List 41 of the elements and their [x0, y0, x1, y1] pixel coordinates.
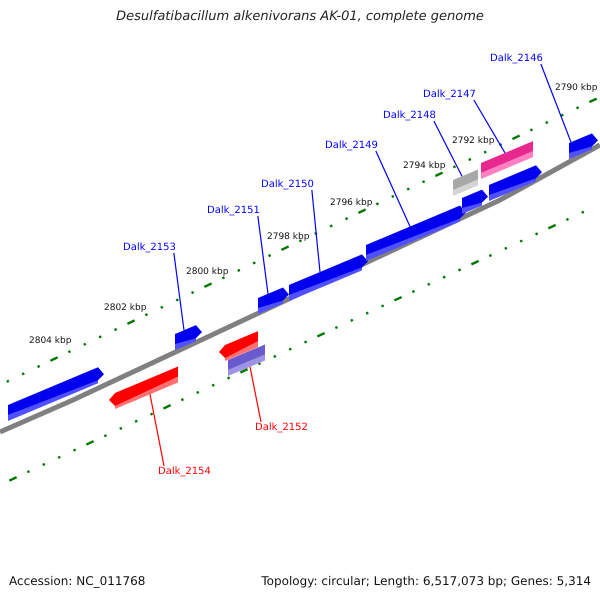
- gene-feature: [453, 170, 478, 196]
- tick-label: 2796 kbp: [330, 199, 372, 209]
- gene-feature: [258, 288, 289, 314]
- gene-feature: [109, 366, 178, 409]
- leader-line: [433, 120, 463, 176]
- accession-text: Accession: NC_011768: [9, 575, 146, 588]
- leader-line: [173, 252, 185, 330]
- gene-feature: [289, 254, 368, 301]
- leader-line: [311, 190, 321, 272]
- tick-label: 2800 kbp: [186, 268, 228, 278]
- gene-label: Dalk_2148: [383, 110, 436, 121]
- gene-label: Dalk_2149: [325, 140, 378, 151]
- gene-feature: [228, 344, 265, 376]
- leader-line: [149, 394, 165, 466]
- page-title: Desulfatibacillum alkenivorans AK-01, complete genome: [115, 10, 485, 24]
- gene-label: Dalk_2150: [261, 179, 314, 190]
- tick-label: 2802 kbp: [104, 304, 146, 314]
- leader-line: [540, 64, 572, 142]
- gene-feature: [489, 165, 542, 201]
- gene-label: Dalk_2151: [207, 205, 260, 216]
- leader-line: [473, 100, 506, 154]
- genome-summary: Topology: circular; Length: 6,517,073 bp; Genes: 5,314: [261, 575, 591, 588]
- gene-label: Dalk_2153: [123, 242, 176, 253]
- gene-feature: [366, 206, 466, 261]
- tick-label: 2792 kbp: [452, 137, 494, 147]
- gene-label: Dalk_2147: [423, 89, 476, 100]
- leader-line: [257, 216, 269, 294]
- tick-label: 2804 kbp: [29, 337, 72, 347]
- gene-feature: [175, 325, 202, 350]
- tick-label: 2790 kbp: [555, 84, 598, 94]
- gene-feature: [219, 331, 258, 361]
- tick-label: 2794 kbp: [403, 162, 446, 172]
- tick-label: 2798 kbp: [267, 233, 310, 243]
- leader-line: [249, 366, 262, 422]
- gene-label: Dalk_2146: [490, 53, 543, 64]
- gene-feature: [462, 190, 488, 214]
- gene-feature: [8, 367, 104, 421]
- leader-line: [375, 150, 411, 227]
- gene-feature: [569, 133, 598, 159]
- gene-label: Dalk_2154: [158, 466, 211, 477]
- gene-label: Dalk_2152: [255, 422, 308, 433]
